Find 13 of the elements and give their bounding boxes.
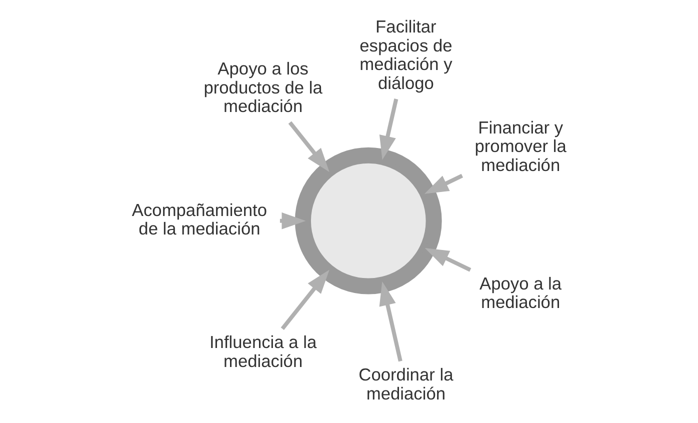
arrow [424,248,472,272]
node-text: Financiar y promover la mediación [474,117,566,175]
node-text: Influencia a la mediación [209,332,317,371]
arrow [379,98,398,160]
node-text: Coordinar la mediación [358,364,454,404]
arrow [280,270,330,330]
node-text: Apoyo a la mediación [480,273,562,312]
arrow [379,281,402,362]
node-text: Acompañamiento de la mediación [132,200,268,239]
node-text: Apoyo a los productos de la mediación [204,58,322,116]
arrow [288,121,330,172]
arrow [424,174,464,194]
node-text: Facilitar espacios de mediación y diálogo [360,16,452,93]
